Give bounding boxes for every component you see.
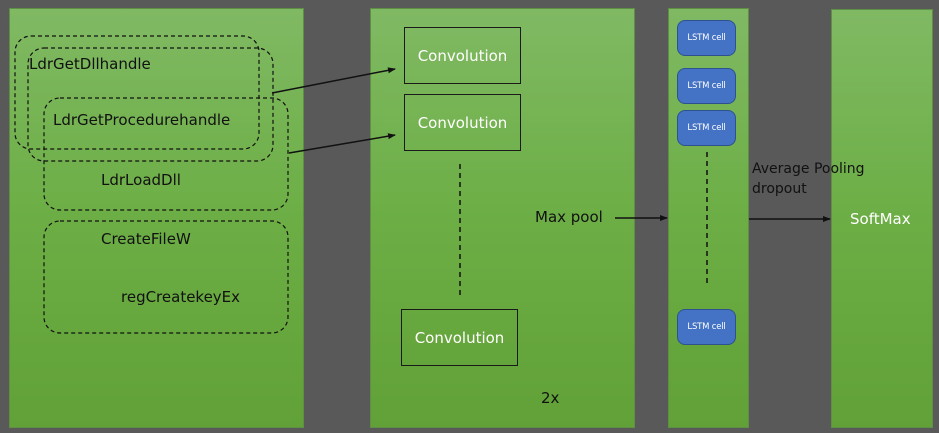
average-pooling-label: Average Pooling xyxy=(752,161,865,177)
lstm-cell-label: LSTM cell xyxy=(687,33,726,43)
lstm-cell: LSTM cell xyxy=(677,309,736,345)
lstm-cell-label: LSTM cell xyxy=(687,123,726,133)
softmax-panel xyxy=(831,9,933,428)
dropout-label: dropout xyxy=(752,181,807,197)
api-label-regcreatekeyex: regCreatekeyEx xyxy=(121,288,241,306)
convolution-block: Convolution xyxy=(404,94,521,151)
lstm-cell: LSTM cell xyxy=(677,110,736,146)
lstm-cell-label: LSTM cell xyxy=(687,81,726,91)
convolution-block: Convolution xyxy=(404,27,521,84)
api-label-ldrgetprocedurehandle: LdrGetProcedurehandle xyxy=(53,111,231,129)
api-label-ldrloaddll: LdrLoadDll xyxy=(101,171,181,189)
convolution-label: Convolution xyxy=(414,328,505,347)
convolution-block: Convolution xyxy=(401,309,518,366)
convolution-label: Convolution xyxy=(417,113,508,132)
lstm-cell-label: LSTM cell xyxy=(687,322,726,332)
api-label-createfilew: CreateFileW xyxy=(101,230,191,248)
max-pool-label: Max pool xyxy=(535,208,603,226)
convolution-panel xyxy=(370,8,635,428)
api-label-ldrgetdllhandle: LdrGetDllhandle xyxy=(29,55,151,73)
softmax-label: SoftMax xyxy=(850,210,911,228)
lstm-cell: LSTM cell xyxy=(677,68,736,104)
convolution-label: Convolution xyxy=(417,46,508,65)
repeat-count-label: 2x xyxy=(541,389,560,407)
lstm-cell: LSTM cell xyxy=(677,20,736,56)
